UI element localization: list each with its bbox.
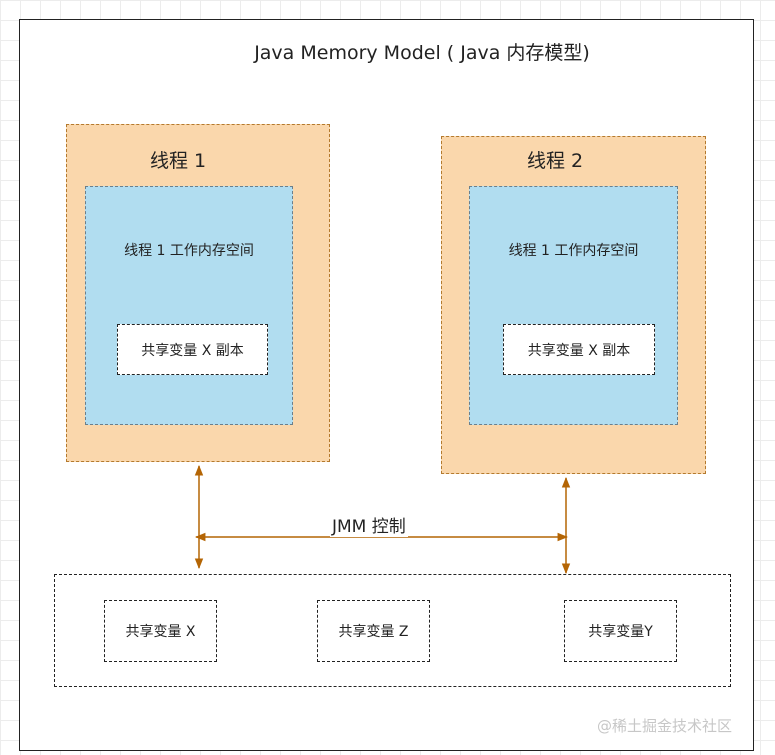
thread-1-workspace: [85, 186, 293, 425]
thread-2-workspace-label: 线程 1 工作内存空间: [508, 243, 639, 259]
thread-1-label: 线程 1: [150, 150, 207, 172]
thread-2-label: 线程 2: [527, 150, 584, 172]
jmm-control-label: JMM 控制: [330, 517, 408, 537]
thread-1-workspace-label: 线程 1 工作内存空间: [124, 243, 254, 259]
diagram-title: Java Memory Model ( Java 内存模型): [254, 42, 590, 64]
watermark: @稀土掘金技术社区: [597, 717, 733, 735]
thread-2-var-copy: 共享变量 X 副本: [503, 324, 655, 375]
shared-var-y: 共享变量Y: [564, 600, 677, 662]
shared-var-z: 共享变量 Z: [317, 600, 430, 662]
shared-var-x: 共享变量 X: [104, 600, 217, 662]
thread-1-var-copy: 共享变量 X 副本: [117, 324, 268, 375]
thread-2-workspace: [469, 186, 678, 425]
